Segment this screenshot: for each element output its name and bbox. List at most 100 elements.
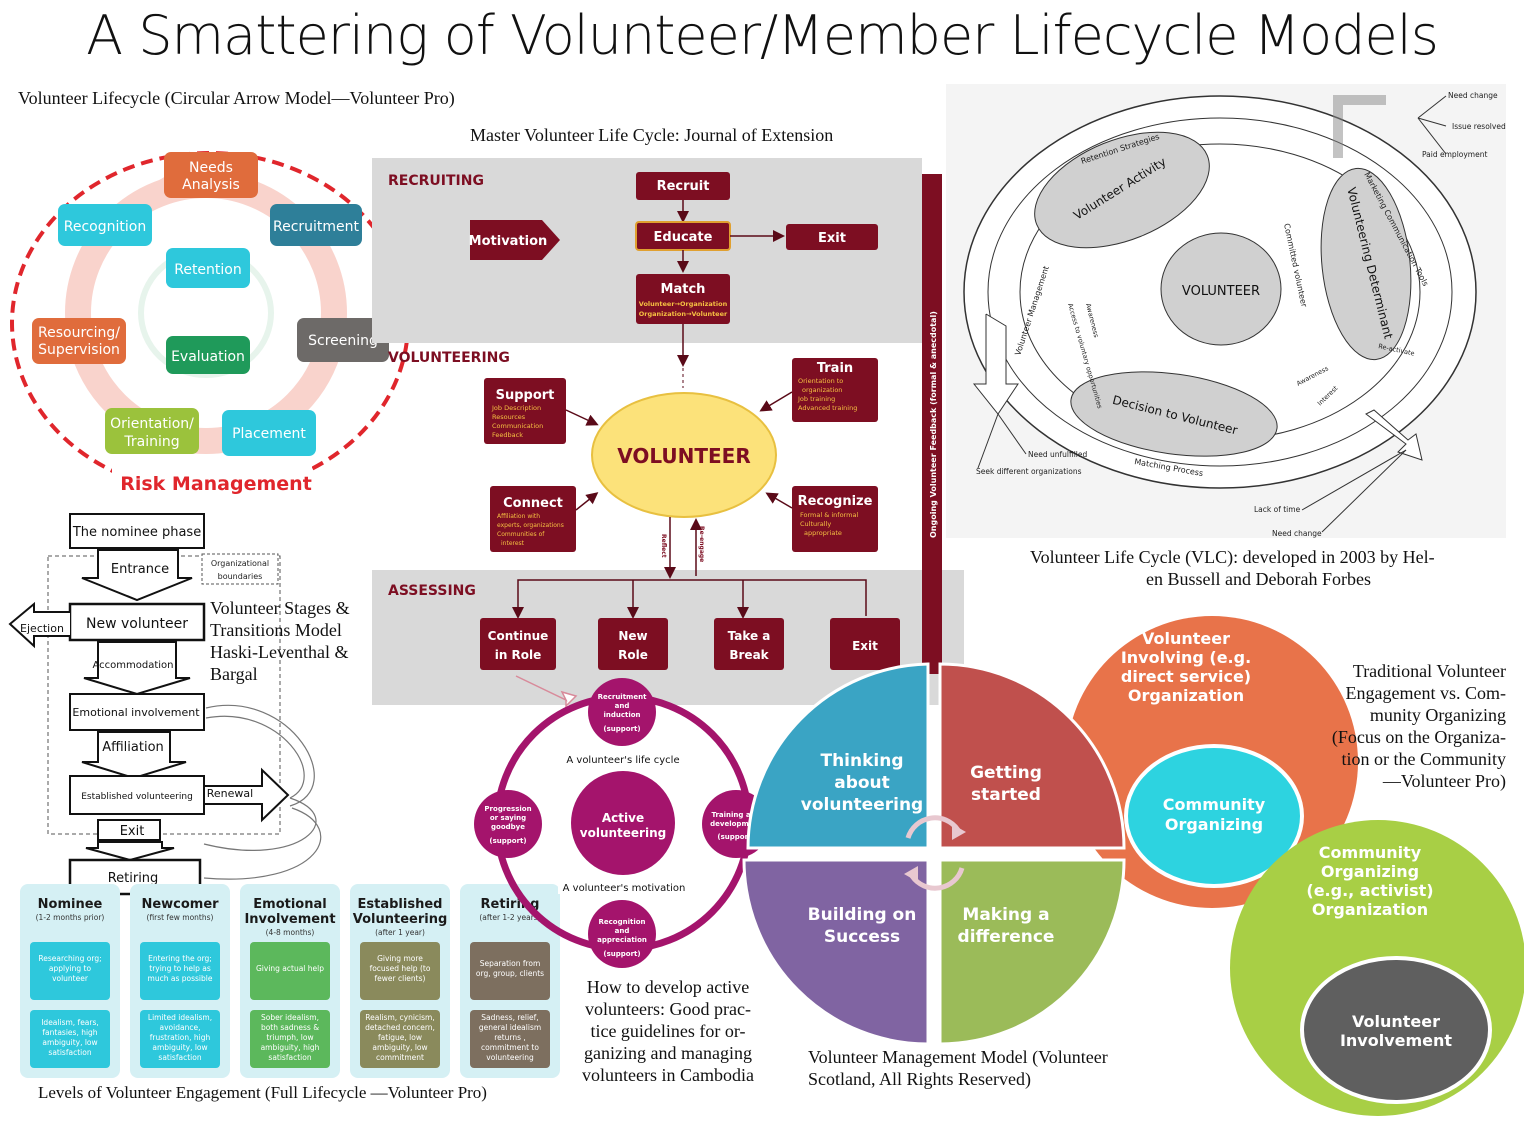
behavior-box — [250, 942, 330, 1000]
svg-text:Organization: Organization — [1312, 900, 1428, 919]
assessing-label: ASSESSING — [388, 583, 476, 599]
svg-text:Take a: Take a — [728, 629, 771, 643]
svg-text:Exit: Exit — [852, 639, 878, 653]
feelings-box — [30, 1010, 110, 1068]
volunteer-involvement-circle — [1300, 956, 1492, 1104]
feelings-text: Realism, cynicism, — [365, 1013, 434, 1022]
feelings-text: volunteering — [486, 1053, 534, 1062]
svg-text:Accommodation: Accommodation — [92, 660, 173, 671]
svg-text:Retiring: Retiring — [108, 871, 159, 886]
svg-text:induction: induction — [603, 711, 640, 719]
svg-text:direct service): direct service) — [1121, 667, 1251, 686]
svg-text:Advanced training: Advanced training — [798, 404, 857, 412]
reengage-label: Re-engage — [698, 526, 705, 562]
new-role-box: New Role — [598, 618, 668, 670]
svg-text:Recruitment: Recruitment — [273, 219, 360, 235]
svg-text:Formal & informal: Formal & informal — [800, 511, 858, 519]
behavior-text: focused help (to — [370, 964, 431, 973]
traditional-caption: Traditional Volunteer Engagement vs. Com… — [1331, 661, 1506, 791]
retention-box: Retention — [166, 248, 250, 288]
getting-started-quadrant — [938, 662, 1126, 850]
volunteer-label: VOLUNTEER — [617, 444, 751, 468]
svg-text:Volunteer: Volunteer — [1352, 1012, 1440, 1031]
svg-text:New: New — [618, 629, 647, 643]
vlc-model: VOLUNTEER Volunteer Activity Volunteerin… — [946, 84, 1506, 538]
decision-ellipse — [1070, 371, 1278, 457]
svg-text:Recognition: Recognition — [598, 918, 645, 926]
circular-model-caption: Volunteer Lifecycle (Circular Arrow Mode… — [18, 88, 455, 108]
svg-text:Placement: Placement — [232, 426, 306, 442]
feelings-text: Idealism, fears, — [41, 1018, 99, 1027]
feelings-text: Limited idealism, — [148, 1013, 212, 1022]
feelings-text: commitment — [376, 1053, 424, 1062]
traditional-vs-community: Volunteer Involving (e.g. direct service… — [1066, 616, 1524, 1116]
svg-text:Continue: Continue — [488, 629, 549, 643]
recognition-circle: Recognition and appreciation (support) — [588, 900, 656, 968]
svg-text:started: started — [971, 785, 1041, 805]
svg-text:Job Description: Job Description — [491, 404, 541, 412]
svg-text:Emotional involvement: Emotional involvement — [72, 706, 200, 719]
match-box: Match Volunteer→Organization Organizatio… — [636, 274, 730, 324]
engagement-column: Nominee(1-2 months prior)Researching org… — [20, 884, 120, 1078]
svg-text:Educate: Educate — [654, 230, 713, 245]
column-subtitle: (first few months) — [147, 913, 214, 922]
orientation-box: Orientation/ Training — [105, 408, 199, 454]
svg-text:Paid employment: Paid employment — [1422, 150, 1487, 159]
behavior-box — [470, 942, 550, 1000]
right-big-arrow-icon — [1365, 409, 1423, 461]
svg-text:goodbye: goodbye — [491, 823, 525, 831]
feelings-text: satisfaction — [158, 1053, 201, 1062]
svg-text:Resourcing/: Resourcing/ — [38, 325, 120, 341]
svg-text:organization: organization — [802, 386, 842, 394]
progression-circle: Progression or saying goodbye (support) — [474, 790, 542, 858]
arrowhead-icon — [146, 176, 166, 200]
feelings-text: ambiguity, low — [372, 1043, 427, 1052]
engagement-column: Newcomer(first few months)Entering the o… — [130, 884, 230, 1078]
recognize-box: Recognize Formal & informal Culturally a… — [792, 486, 878, 552]
ejection-arrow — [8, 601, 70, 649]
behavior-text: volunteer — [52, 974, 89, 983]
stages-caption: Volunteer Stages & Transitions Model Has… — [210, 598, 350, 684]
svg-text:(e.g., activist): (e.g., activist) — [1306, 881, 1433, 900]
svg-text:appreciation: appreciation — [597, 936, 647, 944]
volunteer-ellipse — [591, 392, 777, 518]
exit-bottom-box: Exit — [830, 618, 900, 670]
connect-box: Connect Affiliation with experts, organi… — [490, 486, 576, 552]
svg-text:Progression: Progression — [484, 805, 531, 813]
recruiting-label: RECRUITING — [388, 173, 484, 189]
svg-text:A volunteer's motivation: A volunteer's motivation — [563, 883, 686, 894]
vlc-caption-1: Volunteer Life Cycle (VLC): developed in… — [1030, 547, 1435, 567]
svg-text:Seek different organizations: Seek different organizations — [976, 467, 1082, 476]
feelings-text: Sadness, relief, — [481, 1013, 538, 1022]
reflect-label: Reflect — [660, 534, 667, 558]
behavior-text: Entering the org; — [148, 954, 212, 963]
svg-text:Ejection: Ejection — [20, 622, 64, 635]
svg-text:volunteering: volunteering — [801, 795, 923, 815]
svg-text:Affiliation: Affiliation — [102, 740, 164, 755]
master-caption: Master Volunteer Life Cycle: Journal of … — [470, 125, 834, 145]
building-quadrant — [742, 858, 930, 1046]
feelings-text: detached concern, — [365, 1023, 435, 1032]
recognition-box: Recognition — [58, 204, 152, 246]
take-break-box: Take a Break — [714, 618, 784, 670]
svg-text:Lack of time: Lack of time — [1254, 505, 1301, 514]
svg-text:Community: Community — [1163, 795, 1266, 814]
behavior-box — [360, 942, 440, 1000]
svg-text:Orientation to: Orientation to — [798, 377, 843, 385]
levels-of-engagement: Nominee(1-2 months prior)Researching org… — [20, 884, 560, 1078]
behavior-box — [140, 942, 220, 1000]
vlc-caption-2: en Bussell and Deborah Forbes — [1146, 569, 1371, 589]
svg-text:(support): (support) — [717, 833, 754, 841]
svg-text:Break: Break — [729, 648, 769, 662]
feelings-text: ambiguity, high — [261, 1043, 320, 1052]
svg-text:Involvement: Involvement — [1340, 1031, 1452, 1050]
page-title: A Smattering of Volunteer/Member Lifecyc… — [86, 4, 1439, 67]
feelings-text: fantasies, high — [42, 1028, 97, 1037]
continue-box: Continue in Role — [480, 618, 556, 670]
feedback-label: Ongoing Volunteer Feedback (formal & ane… — [929, 311, 938, 538]
feelings-box — [360, 1010, 440, 1068]
master-life-cycle: RECRUITING VOLUNTEERING ASSESSING Ongoin… — [372, 158, 964, 708]
svg-text:in Role: in Role — [495, 648, 542, 662]
svg-text:boundaries: boundaries — [218, 572, 263, 581]
